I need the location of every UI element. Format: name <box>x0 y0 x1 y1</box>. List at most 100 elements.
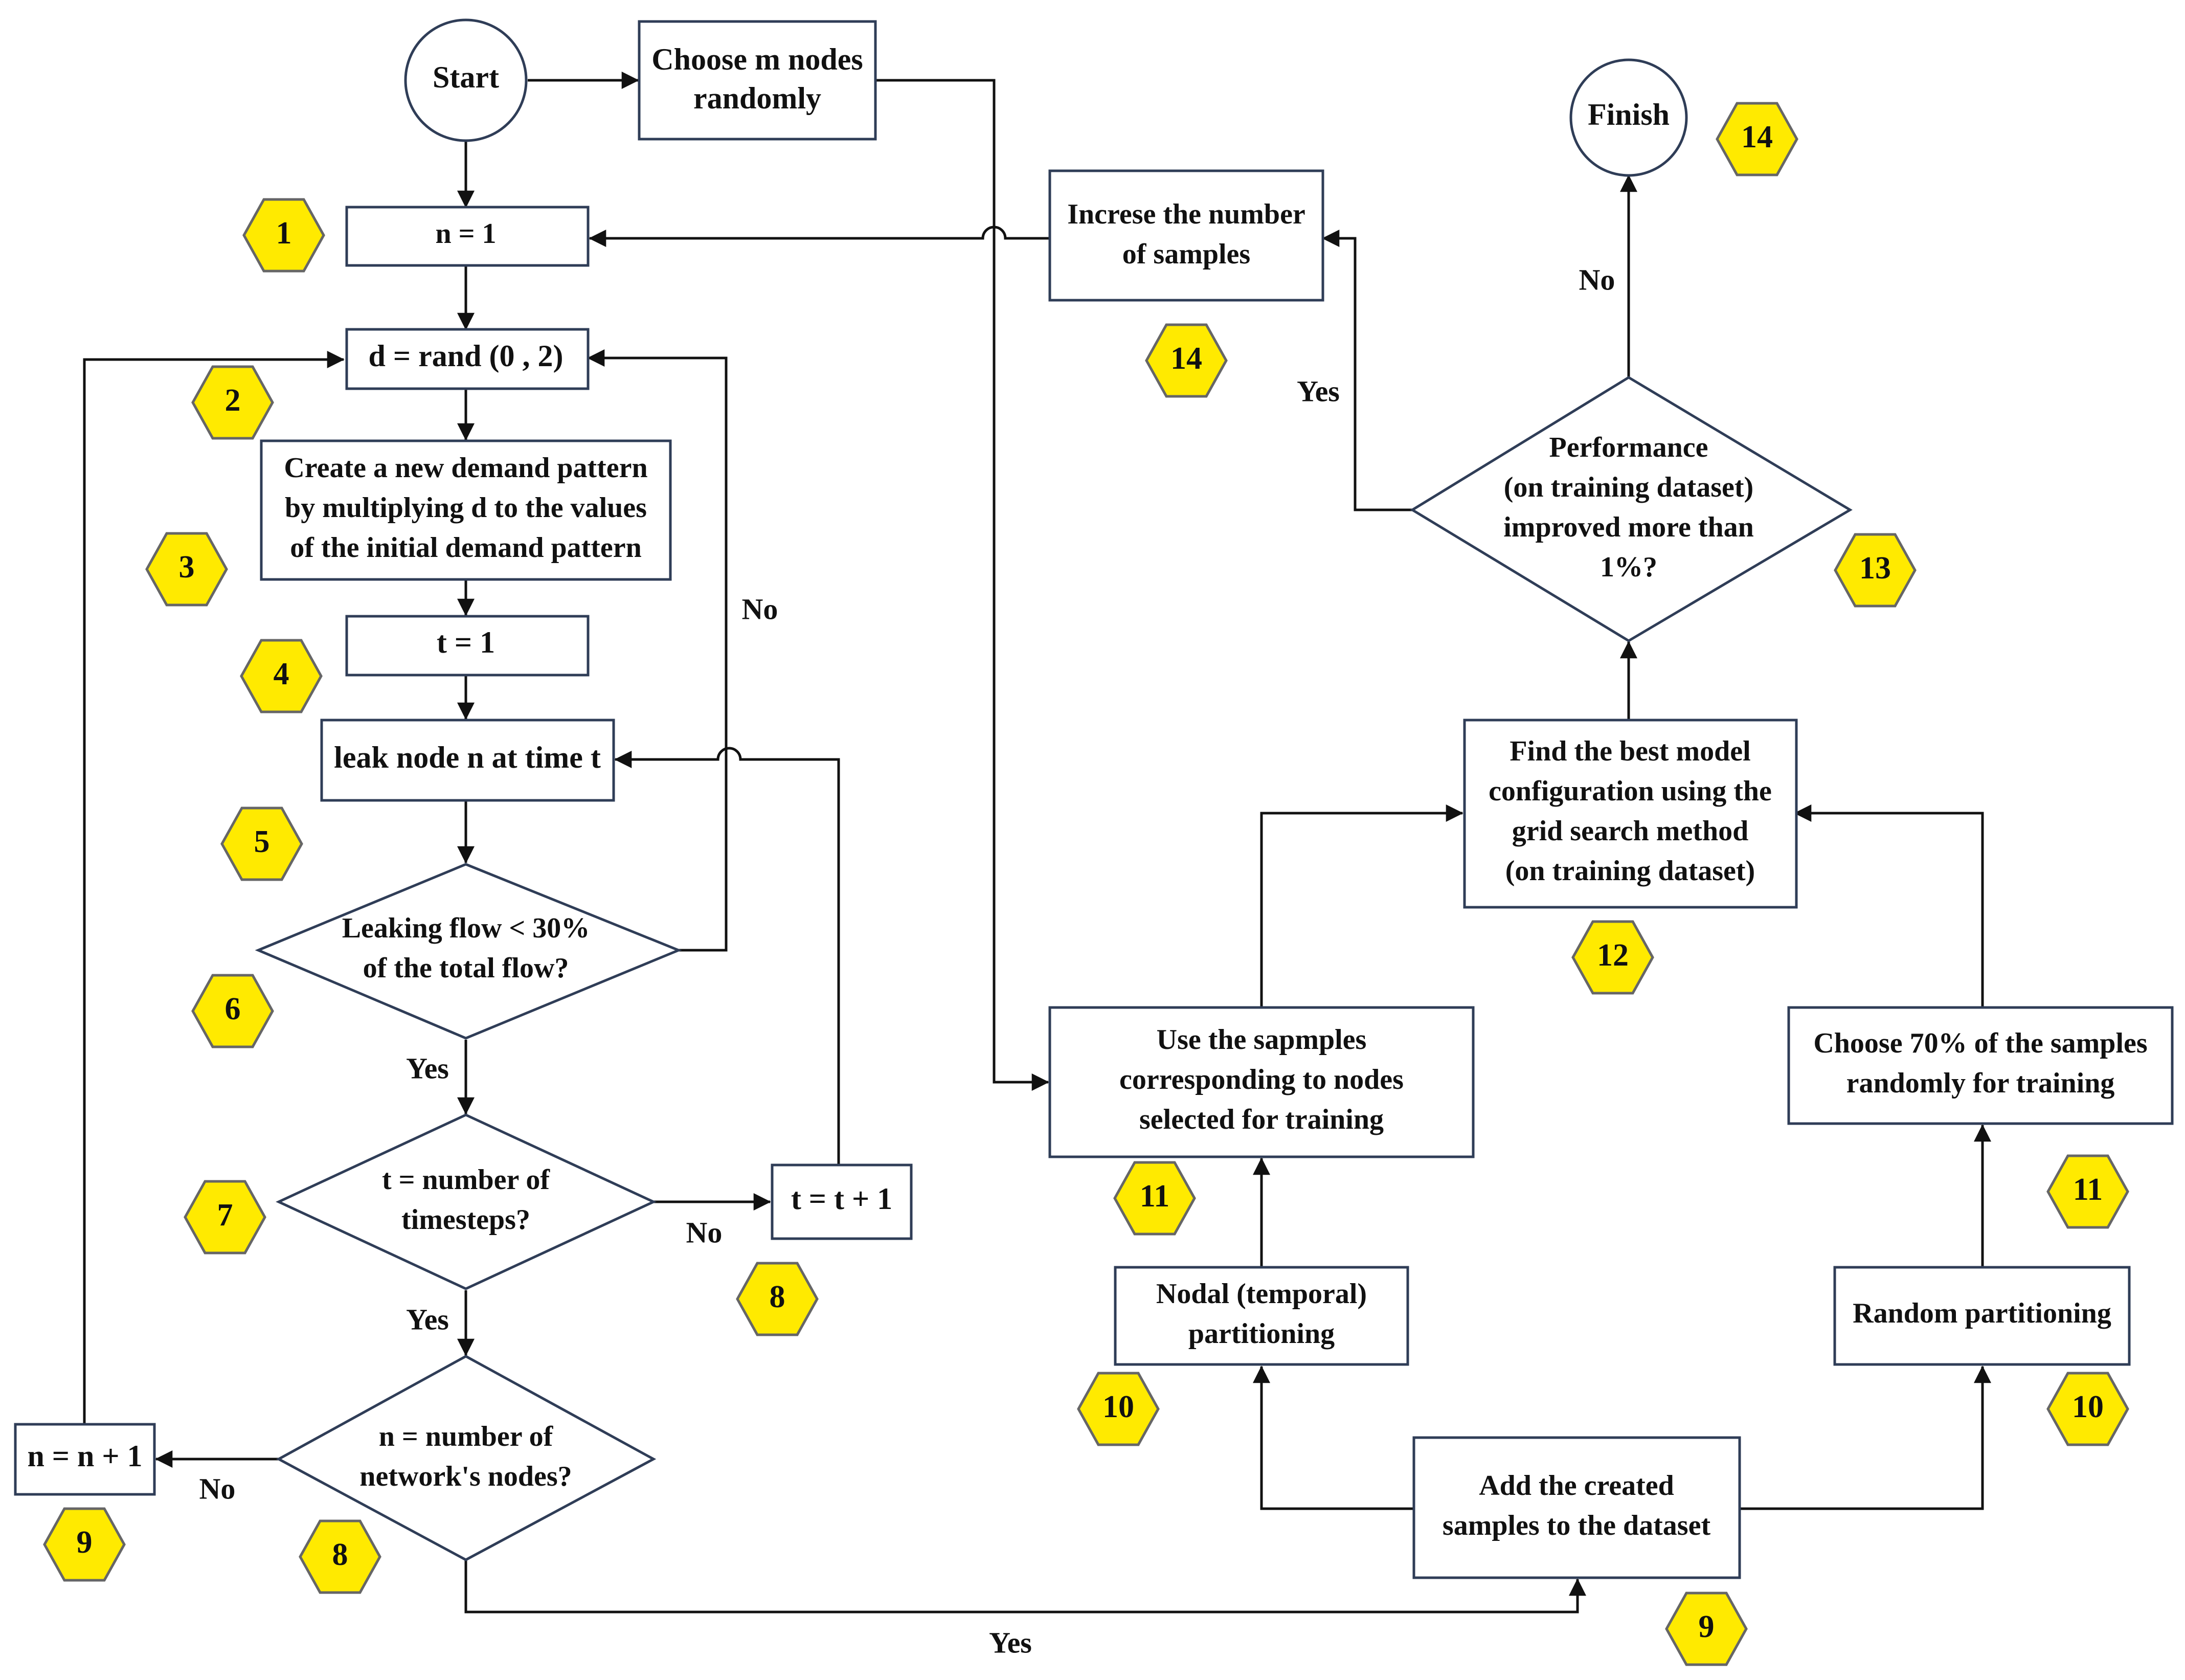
step-marker-s8b: 8 <box>299 1519 381 1594</box>
step-marker-hexagon <box>43 1507 126 1582</box>
leak-check-yes-label: Yes <box>406 1051 449 1085</box>
connectors <box>83 72 1991 1614</box>
step-marker-number: 10 <box>1102 1390 1134 1424</box>
step-marker-s14a: 14 <box>1716 102 1798 176</box>
step-marker-hexagon <box>2046 1372 2129 1446</box>
increase-samples-line-1: Increse the number <box>1067 198 1305 230</box>
step-marker-hexagon <box>2046 1154 2129 1229</box>
grid-search-line-2: configuration using the <box>1489 775 1772 807</box>
choose-nodes-line-1: Choose m nodes <box>651 42 863 76</box>
create-pattern-line-2: by multiplying d to the values <box>285 492 647 524</box>
choose-nodes-line-2: randomly <box>693 81 821 115</box>
nodal-partition-line-1: Nodal (temporal) <box>1156 1278 1367 1310</box>
random-partition-box <box>1833 1266 2131 1366</box>
edge-choose-to-use <box>875 79 1049 1091</box>
choose-70-box <box>1787 1006 2174 1125</box>
step-marker-hexagon <box>242 198 325 273</box>
edge-n-inc-to-d-rand <box>83 351 345 1424</box>
step-marker-hexagon <box>1716 102 1798 176</box>
performance-line-2: (on training dataset) <box>1504 472 1753 503</box>
choose-70-line-2: randomly for training <box>1846 1067 2115 1099</box>
nodal-partition-line-2: partitioning <box>1188 1318 1335 1350</box>
step-marker-s11a: 11 <box>1113 1161 1196 1236</box>
grid-search-line-3: grid search method <box>1512 815 1749 847</box>
step-marker-number: 11 <box>1140 1179 1170 1214</box>
step-marker-number: 8 <box>770 1280 785 1314</box>
step-marker-number: 9 <box>77 1525 93 1560</box>
n-check-yes-label: Yes <box>989 1626 1032 1659</box>
edge-labels: No Yes No Yes No Yes Yes No <box>199 263 1615 1659</box>
t-check-yes-label: Yes <box>406 1303 449 1336</box>
step-marker-s13: 13 <box>1834 533 1917 608</box>
performance-yes-label: Yes <box>1297 374 1340 408</box>
add-samples-line-2: samples to the dataset <box>1443 1510 1711 1541</box>
create-pattern-line-1: Create a new demand pattern <box>284 452 647 484</box>
t-check-no-label: No <box>686 1216 723 1249</box>
step-marker-s2: 2 <box>191 365 274 440</box>
d-rand-box <box>345 328 590 390</box>
grid-search-box <box>1463 719 1798 909</box>
edge-performance-yes <box>1322 230 1412 511</box>
t-check-line-2: timesteps? <box>401 1204 530 1236</box>
edge-choose70-to-grid <box>1794 804 1984 1007</box>
t-check-line-1: t = number of <box>382 1164 550 1196</box>
grid-search-line-4: (on training dataset) <box>1505 855 1755 887</box>
step-marker-hexagon <box>299 1519 381 1594</box>
edge-n-check-yes <box>464 1560 1586 1614</box>
performance-line-4: 1%? <box>1600 551 1657 583</box>
n-check-no-label: No <box>199 1472 236 1505</box>
step-marker-hexagon <box>184 1180 266 1255</box>
add-samples-box <box>1412 1436 1741 1579</box>
step-marker-number: 14 <box>1741 120 1773 154</box>
step-marker-number: 12 <box>1597 938 1629 973</box>
step-marker-number: 3 <box>179 550 195 585</box>
edge-leak-check-no <box>587 349 728 952</box>
t-inc-label: t = t + 1 <box>791 1182 892 1216</box>
step-marker-s6: 6 <box>191 974 274 1048</box>
use-samples-line-3: selected for training <box>1139 1104 1384 1135</box>
choose-nodes-box <box>638 20 877 141</box>
step-marker-number: 9 <box>1699 1609 1715 1644</box>
leak-check-line-1: Leaking flow < 30% <box>342 912 590 944</box>
performance-no-label: No <box>1579 263 1615 296</box>
use-samples-line-2: corresponding to nodes <box>1119 1064 1404 1095</box>
step-marker-s7: 7 <box>184 1180 266 1255</box>
performance-line-1: Performance <box>1549 432 1708 463</box>
nodal-partition-box <box>1114 1266 1409 1366</box>
leak-label: leak node n at time t <box>334 741 601 774</box>
t-init-box <box>345 615 590 677</box>
step-marker-number: 10 <box>2072 1390 2104 1424</box>
d-rand-label: d = rand (0 , 2) <box>369 339 564 373</box>
n-check-diamond <box>276 1355 657 1561</box>
step-marker-number: 5 <box>254 824 270 859</box>
n-inc-label: n = n + 1 <box>27 1439 142 1473</box>
performance-line-3: improved more than <box>1503 511 1753 543</box>
step-marker-hexagon <box>1571 920 1654 995</box>
step-marker-s8a: 8 <box>736 1262 819 1336</box>
step-marker-hexagon <box>145 532 228 607</box>
performance-diamond <box>1410 376 1853 642</box>
step-marker-hexagon <box>736 1262 819 1336</box>
node-labels: Start Choose m nodes randomly n = 1 d = … <box>27 42 2147 1541</box>
step-marker-hexagon <box>1665 1592 1748 1666</box>
step-marker-s5: 5 <box>220 807 303 881</box>
choose-70-line-1: Choose 70% of the samples <box>1813 1027 2147 1059</box>
step-marker-hexagon <box>191 974 274 1048</box>
leak-check-no-label: No <box>742 592 778 625</box>
finish-node <box>1569 58 1688 177</box>
create-pattern-line-3: of the initial demand pattern <box>290 532 642 564</box>
step-marker-s3: 3 <box>145 532 228 607</box>
finish-label: Finish <box>1588 98 1670 131</box>
step-marker-number: 4 <box>274 657 289 691</box>
step-marker-s4: 4 <box>240 639 323 713</box>
step-marker-number: 14 <box>1170 341 1202 376</box>
step-marker-number: 6 <box>225 992 241 1026</box>
n-init-label: n = 1 <box>435 218 496 250</box>
use-samples-box <box>1048 1006 1475 1158</box>
edge-increase-to-n-init <box>589 226 1050 247</box>
t-init-label: t = 1 <box>437 625 495 659</box>
step-marker-number: 8 <box>332 1537 348 1572</box>
n-init-box <box>345 206 590 267</box>
